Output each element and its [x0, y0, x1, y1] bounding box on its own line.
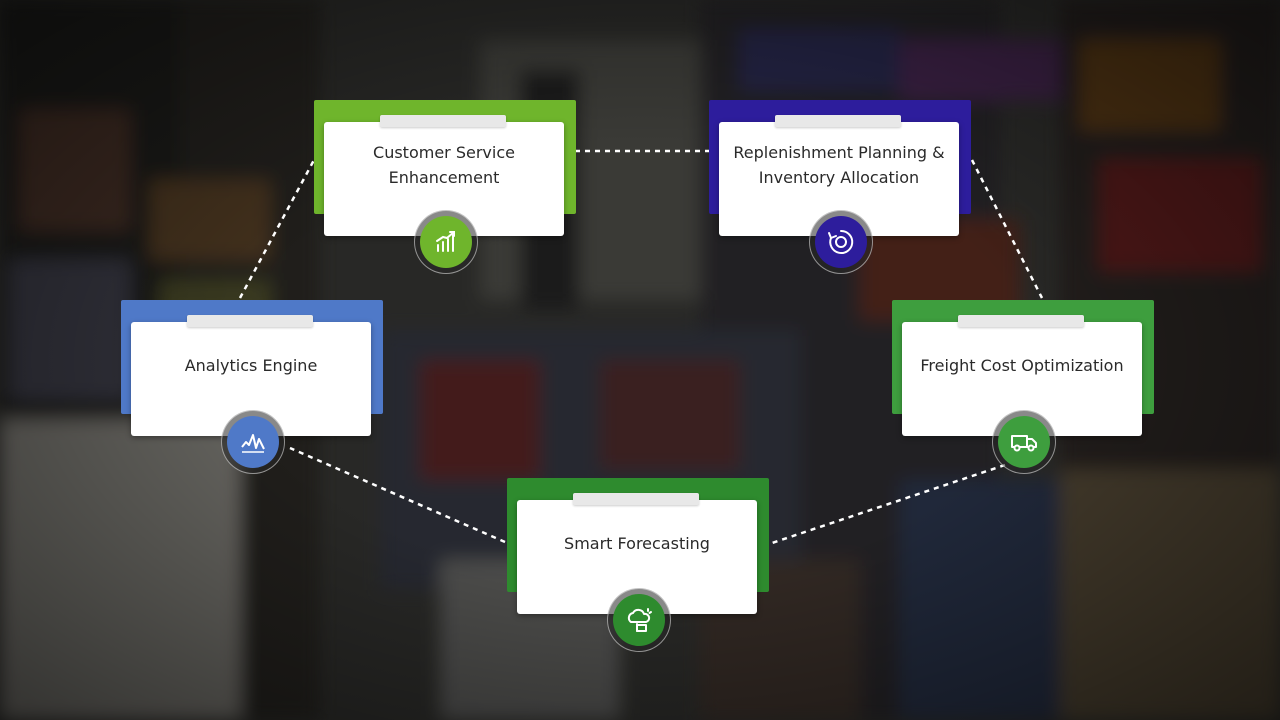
node-label: Freight Cost Optimization: [920, 355, 1124, 375]
node-tab: [958, 315, 1084, 327]
truck-icon: [998, 416, 1050, 468]
node-tab: [380, 115, 506, 127]
node-tab: [573, 493, 699, 505]
node-label: Customer Service Enhancement: [373, 143, 515, 187]
node-icon-ring: [414, 210, 478, 274]
cycle-icon: [815, 216, 867, 268]
connector-forecasting-analytics: [289, 446, 506, 544]
connector-replenishment-freight: [970, 159, 1044, 299]
node-label: Analytics Engine: [184, 355, 318, 375]
node-analytics: Analytics Engine: [121, 300, 383, 474]
node-customer-service: Customer Service Enhancement: [314, 100, 576, 274]
node-icon-ring: [607, 588, 671, 652]
node-tab: [775, 115, 901, 127]
node-icon-ring: [221, 410, 285, 474]
node-tab: [187, 315, 313, 327]
node-forecasting: Smart Forecasting: [507, 478, 769, 652]
node-label: Replenishment Planning & Inventory Alloc…: [733, 143, 945, 187]
node-icon-ring: [992, 410, 1056, 474]
line-chart-icon: [227, 416, 279, 468]
node-replenishment: Replenishment Planning & Inventory Alloc…: [709, 100, 971, 274]
node-icon-ring: [809, 210, 873, 274]
connector-analytics-customer: [238, 159, 316, 299]
node-label: Smart Forecasting: [564, 533, 710, 553]
connector-freight-forecasting: [771, 463, 1006, 545]
forecast-icon: [613, 594, 665, 646]
growth-chart-icon: [420, 216, 472, 268]
node-freight: Freight Cost Optimization: [892, 300, 1154, 474]
